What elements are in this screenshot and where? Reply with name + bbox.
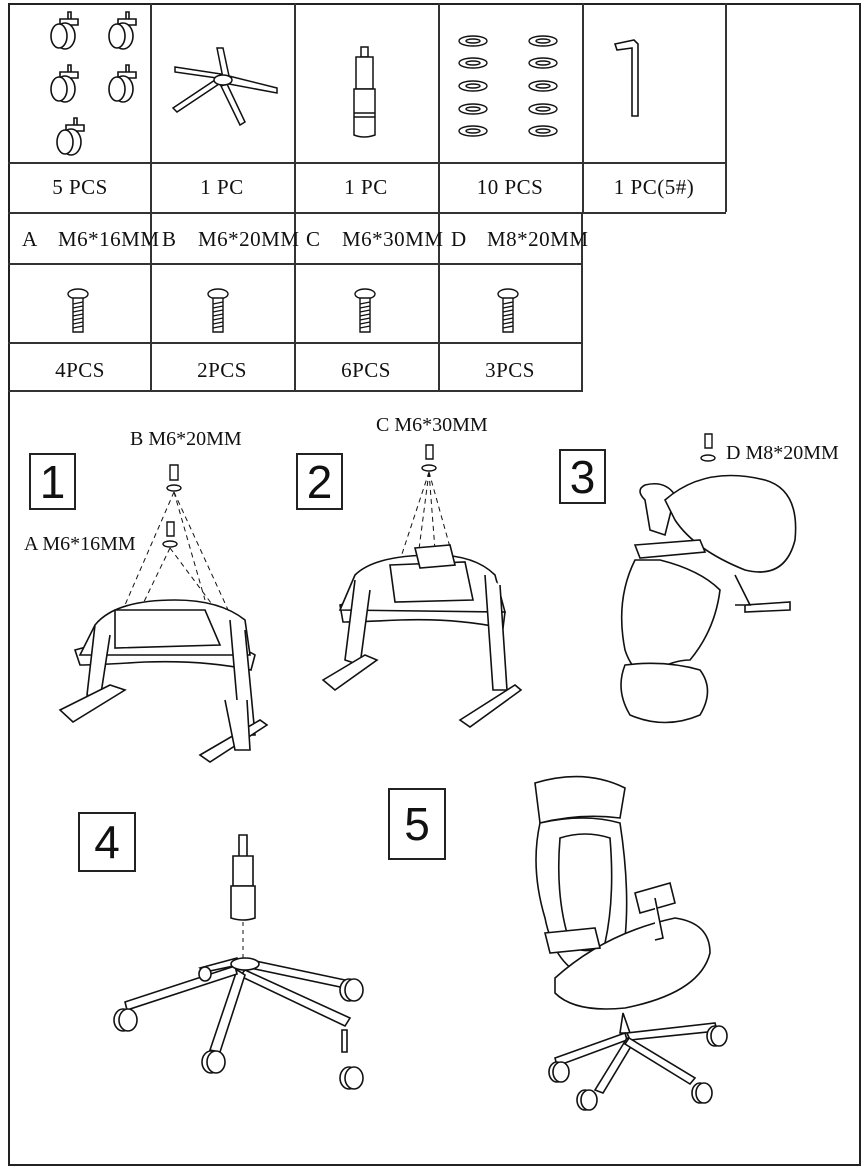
grid-line [8,212,726,214]
chair-back-illustration [605,430,815,730]
part-qty-hex-key: 1 PC(5#) [613,175,695,199]
screw-qty-a: 4PCS [55,358,105,382]
grid-line [8,162,726,164]
screw-id-a: A [22,227,38,251]
screw-icon [206,288,230,338]
part-qty-casters: 5 PCS [52,175,108,199]
screw-size-d: M8*20MM [487,227,589,251]
part-qty-washers: 10 PCS [476,175,544,199]
step-1-label-b: B M6*20MM [130,428,242,450]
seat-mechanism-illustration [315,440,525,730]
screw-qty-d: 3PCS [485,358,535,382]
step-3-label-d: D M8*20MM [726,442,839,464]
part-qty-base: 1 PC [200,175,244,199]
screw-id-d: D [451,227,467,251]
screw-id-b: B [162,227,177,251]
step-4-number: 4 [78,812,136,872]
assembled-chair-illustration [515,768,730,1118]
star-base-icon [165,40,285,130]
hex-key-icon [612,38,652,120]
page-frame [8,3,861,1166]
gas-cylinder-icon [345,45,385,140]
grid-line [438,212,440,392]
grid-line [150,3,152,212]
caster-wheel-icon [40,8,140,158]
seat-frame-illustration [55,460,275,770]
grid-line [582,3,584,212]
grid-line [725,3,727,212]
step-2-number: 2 [296,453,343,510]
part-qty-cylinder: 1 PC [344,175,388,199]
screw-size-a: M6*16MM [58,227,160,251]
screw-qty-c: 6PCS [341,358,391,382]
screw-id-c: C [306,227,321,251]
screw-icon [66,288,90,338]
step-1-label-a: A M6*16MM [24,533,136,555]
grid-line [581,212,583,392]
screw-size-c: M6*30MM [342,227,444,251]
grid-line [294,3,296,212]
grid-line [294,212,296,392]
step-3-number: 3 [559,449,606,504]
screw-icon [496,288,520,338]
screw-qty-b: 2PCS [197,358,247,382]
step-5-number: 5 [388,788,446,860]
screw-size-b: M6*20MM [198,227,300,251]
step-1-number: 1 [29,453,76,510]
grid-line [438,3,440,212]
step-2-label-c: C M6*30MM [376,414,488,436]
screw-icon [353,288,377,338]
base-assembly-illustration [105,830,375,1100]
washer-icon [455,35,565,140]
grid-line [150,212,152,392]
